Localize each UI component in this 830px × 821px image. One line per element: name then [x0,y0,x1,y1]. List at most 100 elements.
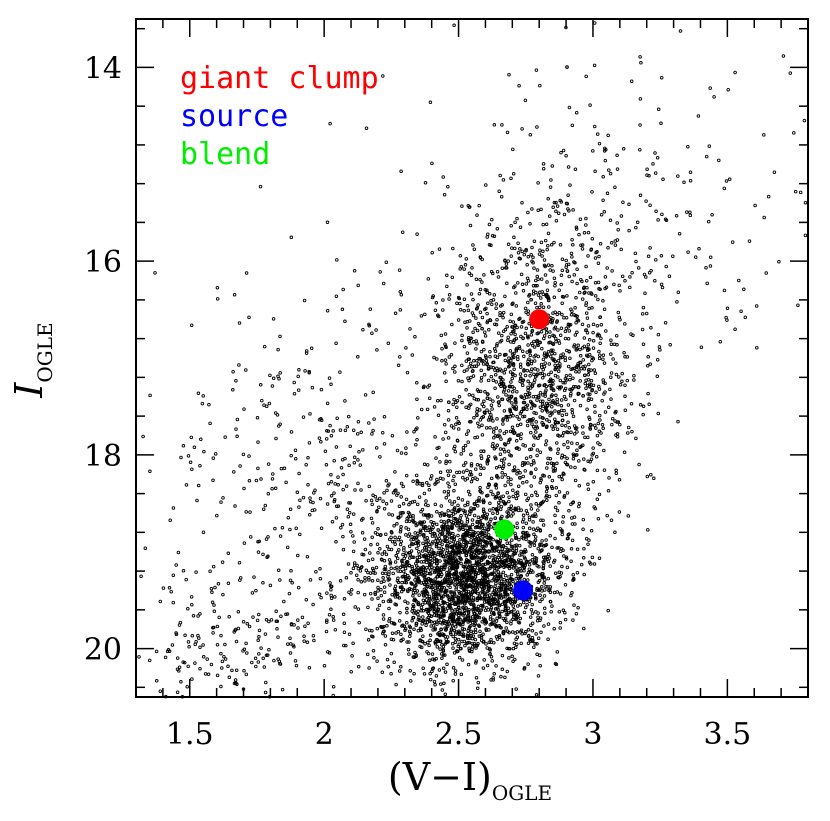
star-point [422,462,427,467]
star-point [319,595,323,600]
star-point [415,232,419,236]
star-point [530,422,534,426]
star-point [598,315,603,319]
star-point [463,511,467,515]
star-point [577,370,581,374]
star-point [600,398,604,403]
star-point [586,459,590,464]
star-point [550,164,555,168]
star-point [536,208,540,213]
star-point [585,346,590,351]
star-point [304,349,309,353]
star-point [581,556,586,560]
star-point [557,490,562,494]
star-point [552,590,557,595]
star-point [426,640,430,645]
star-point [456,496,461,501]
star-point [470,647,474,651]
star-point [470,545,475,549]
star-point [517,417,521,422]
star-point [386,578,391,582]
star-point [502,577,506,582]
star-point [364,126,369,130]
star-point [593,404,597,409]
star-point [544,489,549,494]
star-point [324,620,329,624]
star-point [516,484,521,488]
star-point [660,285,665,290]
star-point [485,396,490,401]
star-point [537,579,542,583]
star-point [492,293,497,297]
star-point [304,597,309,602]
star-point [530,402,535,407]
star-point [498,614,502,618]
star-point [312,638,316,643]
star-point [378,270,382,274]
star-point [536,615,540,620]
star-point [380,430,385,435]
star-point [499,499,503,503]
star-point [215,513,219,518]
star-point [365,652,370,657]
star-point [490,444,495,449]
star-point [470,534,474,538]
star-point [468,336,473,341]
star-point [523,331,528,336]
star-point [610,422,614,427]
star-point [517,83,521,88]
star-point [508,453,512,457]
star-point [498,625,502,629]
star-point [561,608,566,612]
star-point [463,567,468,571]
star-point [426,385,430,389]
star-point [244,368,248,372]
star-point [447,297,451,301]
star-point [598,242,603,246]
star-point [503,573,508,578]
star-point [328,581,332,585]
star-point [461,523,465,528]
star-point [460,363,464,368]
star-point [286,642,290,646]
star-point [451,641,455,646]
star-point [561,352,565,356]
star-point [419,554,424,558]
star-point [480,570,485,574]
star-point [452,506,457,510]
star-point [495,560,500,565]
star-point [282,466,287,471]
star-point [597,287,601,291]
star-point [492,446,497,451]
star-point [482,526,487,530]
star-point [543,264,547,269]
star-point [589,247,594,251]
star-point [550,319,555,323]
star-point [490,217,494,222]
star-point [475,328,480,333]
star-point [495,637,500,641]
star-point [438,620,443,625]
star-point [649,472,653,477]
star-point [533,535,538,539]
star-point [334,445,339,449]
star-point [289,235,294,240]
star-point [438,533,442,537]
star-point [410,619,414,623]
star-point [573,167,578,171]
star-point [471,340,476,344]
star-point [414,541,418,545]
star-point [479,466,483,470]
star-point [498,173,502,178]
star-point [405,516,409,521]
star-point [373,494,378,499]
star-point [351,641,355,645]
star-point [586,354,590,359]
star-point [420,481,425,486]
star-point [419,609,424,613]
star-point [422,520,426,524]
star-point [500,602,505,607]
star-point [490,233,495,238]
star-point [297,368,301,372]
star-point [429,568,433,572]
